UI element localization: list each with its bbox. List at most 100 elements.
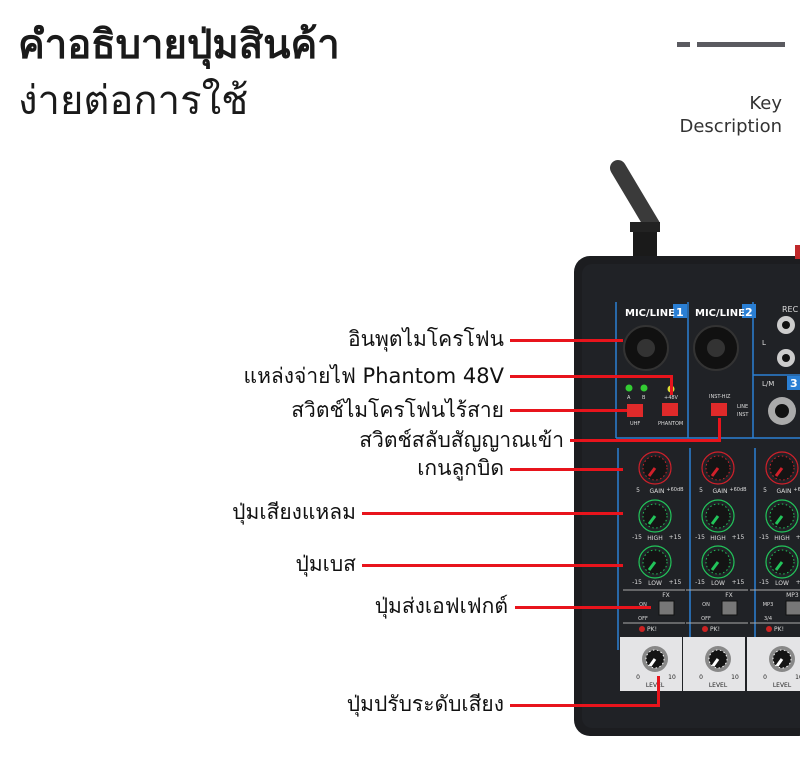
key-description: Key Description [679,92,782,138]
mp3-label: MP3 [763,602,774,608]
low-min-label: -15 [759,579,769,586]
gain-max-label: +60dB [729,487,747,493]
high-max-label: +15 [732,534,745,541]
callout-line-high [362,512,623,515]
decor-dash-long [697,42,785,47]
gain-label: GAIN [776,488,791,495]
high-label: HIGH [774,535,789,542]
callout-phantom-power: แหล่งจ่ายไฟ Phantom 48V [243,364,504,388]
callout-line-level-v [657,676,660,706]
led-b [640,384,648,392]
low-min-label: -15 [695,579,705,586]
low-knob-ring [765,545,799,579]
gain-min-label: 5 [636,487,640,494]
level-label: LEVEL [646,682,665,689]
led-b-label: B [642,395,646,401]
low-knob-ring [701,545,735,579]
decor-dash-short [677,42,690,47]
callout-fx-send: ปุ่มส่งเอฟเฟกต์ [374,594,508,618]
level-min-label: 0 [699,674,703,681]
fx-on-label: ON [639,602,647,608]
peak-label: PK! [647,626,657,633]
fx-label: FX [662,592,670,599]
low-label: LOW [775,580,789,587]
callout-line-inst-hiz-v [718,418,721,442]
fx-button[interactable] [721,600,738,616]
low-max-label: +15 [669,579,682,586]
callout-line-mic-input [510,339,623,342]
ch2-number: 2 [745,306,753,319]
low-min-label: -15 [632,579,642,586]
gain-knob-ring [701,451,735,485]
low-label: LOW [648,580,662,587]
level-min-label: 0 [763,674,767,681]
level-max-label: 10 [668,674,676,681]
inst-hiz-button[interactable] [711,403,727,416]
high-knob-ring [638,499,672,533]
callout-line-gain [510,468,623,471]
xlr-jack-2[interactable] [693,325,739,371]
low-max-label: +15 [732,579,745,586]
callout-line-fx [515,606,651,609]
mp3-route-label: MP3 ROU [786,592,800,599]
callout-gain-knob: เกนลูกบิด [417,456,504,480]
lm-label: L/M [762,380,774,388]
phantom-label: PHANTOM [658,421,683,427]
low-knob-ring [638,545,672,579]
callout-bass-knob: ปุ่มเบส [295,552,357,576]
peak-led [702,626,708,632]
callout-line-phantom [510,375,673,378]
fx-label: FX [725,592,733,599]
ch2-label: MIC/LINE [695,308,745,319]
callout-line-inst-hiz [570,439,721,442]
level-label: LEVEL [773,682,792,689]
callout-input-switch: สวิตช์สลับสัญญาณเข้า [359,428,564,452]
phantom-button[interactable] [662,403,678,416]
ch1-number: 1 [676,306,684,319]
fx-button[interactable] [785,600,800,616]
phantom-led-label: +48V [664,395,679,401]
gain-knob-ring [765,451,799,485]
high-max-label: +15 [796,534,800,541]
low-max-label: +15 [796,579,800,586]
peak-label: PK! [774,626,784,633]
callout-line-level [510,704,660,707]
callout-treble-knob: ปุ่มเสียงแหลม [232,500,356,524]
level-max-label: 10 [731,674,739,681]
high-knob-ring [701,499,735,533]
callout-mic-input: อินพุตไมโครโฟน [348,327,504,351]
callout-line-phantom-v [670,375,673,395]
page-title: คำอธิบายปุ่มสินค้า [18,22,340,68]
callout-line-uhf [510,409,627,412]
gain-min-label: 5 [763,487,767,494]
fx-off-label: OFF [638,616,648,622]
led-a [625,384,633,392]
description-label: Description [679,116,782,137]
ch34-label: 3/4 [764,616,772,622]
gain-min-label: 5 [699,487,703,494]
gain-knob-ring [638,451,672,485]
level-label: LEVEL [709,682,728,689]
level-max-label: 10 [795,674,800,681]
ch1-label: MIC/LINE [625,308,675,319]
uhf-button[interactable] [627,404,643,417]
fx-button[interactable] [658,600,675,616]
peak-label: PK! [710,626,720,633]
key-label: Key [749,93,782,114]
xlr-jack-1[interactable] [623,325,669,371]
high-label: HIGH [710,535,725,542]
inst-hiz-label: INST-HIZ [709,394,731,400]
callout-level-knob: ปุ่มปรับระดับเสียง [346,692,504,716]
rec-label: REC [782,305,799,314]
gain-max-label: +60dB [666,487,684,493]
line-label: LINE [737,404,748,410]
fx-on-label: ON [702,602,710,608]
gain-label: GAIN [712,488,727,495]
gain-max-label: +60dB [793,487,800,493]
l-label: L [762,339,766,347]
peak-led [639,626,645,632]
inst-label: INST [737,412,749,418]
high-label: HIGH [647,535,662,542]
page-subtitle: ง่ายต่อการใช้ [18,78,249,124]
gain-label: GAIN [649,488,664,495]
